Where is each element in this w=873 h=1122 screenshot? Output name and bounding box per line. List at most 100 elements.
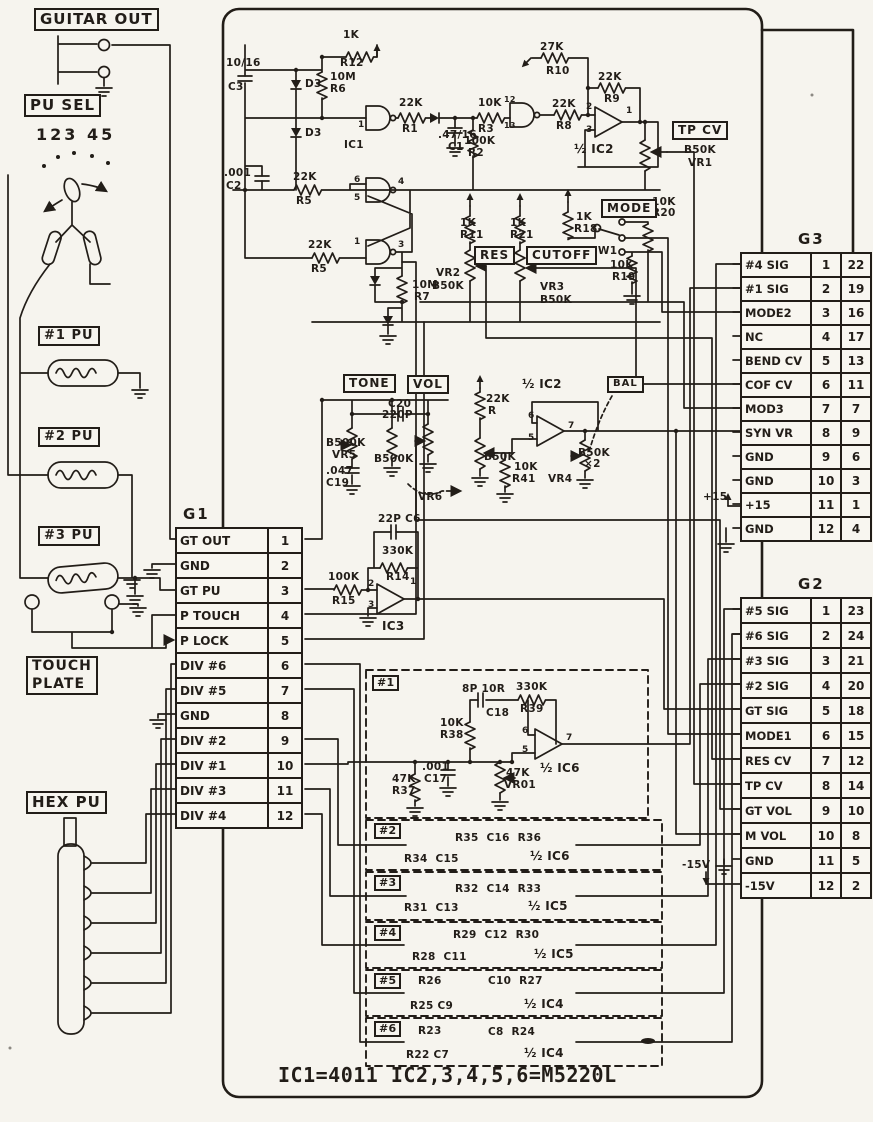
mode-label: MODE bbox=[601, 199, 658, 218]
part-label: R2 bbox=[468, 147, 484, 159]
res-label: RES bbox=[474, 246, 516, 265]
part-label: 8P 10R bbox=[462, 683, 506, 695]
pin-name: GND bbox=[740, 847, 812, 874]
part-label: B500K bbox=[374, 453, 414, 465]
part-label: C18 bbox=[486, 707, 510, 719]
pin-number: 4 bbox=[840, 516, 872, 542]
pin-number: 6 bbox=[840, 444, 872, 470]
part-label: 1 bbox=[354, 237, 361, 247]
part-label: ½ IC6 bbox=[540, 761, 580, 775]
part-label: SW1 bbox=[590, 245, 618, 257]
switch-sw1-icon bbox=[592, 218, 626, 256]
part-label: .047 bbox=[326, 465, 354, 477]
block-tag: #3 bbox=[374, 875, 402, 891]
part-label: VR01 bbox=[504, 779, 537, 791]
connector-g2-title: G2 bbox=[798, 575, 825, 593]
part-label: ½ IC2 bbox=[574, 142, 614, 156]
part-label: R22 C7 bbox=[406, 1049, 450, 1061]
pin-name: DIV #1 bbox=[175, 752, 269, 779]
part-label: ×2 bbox=[584, 458, 601, 470]
part-label: R18 bbox=[574, 223, 598, 235]
part-label: 3 bbox=[368, 600, 375, 610]
pin-number: 3 bbox=[840, 468, 872, 494]
pin-name: #6 SIG bbox=[740, 622, 812, 649]
pin-number: 5 bbox=[810, 697, 842, 724]
pin-number: 24 bbox=[840, 622, 872, 649]
pickup-3-label: #3 PU bbox=[38, 526, 100, 547]
part-label: 22K bbox=[486, 393, 510, 405]
part-label: R23 bbox=[418, 1025, 442, 1037]
part-label: IC1 bbox=[344, 139, 364, 151]
part-label: 2 bbox=[368, 579, 375, 589]
pin-number: 11 bbox=[267, 777, 303, 804]
pin-number: 9 bbox=[840, 420, 872, 446]
part-label: 22K bbox=[293, 171, 317, 183]
part-label: R26 bbox=[418, 975, 442, 987]
hex-pu-label: HEX PU bbox=[26, 791, 107, 814]
part-label: C17 bbox=[424, 773, 448, 785]
part-label: B50K bbox=[578, 447, 610, 459]
part-label: 1K bbox=[460, 217, 477, 229]
pin-name: GT VOL bbox=[740, 797, 812, 824]
part-label: C1 bbox=[448, 141, 464, 153]
pin-number: 7 bbox=[810, 747, 842, 774]
pin-number: 2 bbox=[267, 552, 303, 579]
pin-number: 11 bbox=[810, 847, 842, 874]
vol-label: VOL bbox=[407, 375, 449, 394]
pin-name: MODE2 bbox=[740, 300, 812, 326]
pin-number: 14 bbox=[840, 772, 872, 799]
pin-name: #3 SIG bbox=[740, 647, 812, 674]
part-label: B50K bbox=[432, 280, 464, 292]
pickup-coil-icons bbox=[47, 359, 119, 594]
pin-name: #2 SIG bbox=[740, 672, 812, 699]
part-label: R bbox=[488, 405, 497, 417]
part-label: R8 bbox=[556, 120, 572, 132]
part-label: 330K bbox=[382, 545, 414, 557]
part-label: IC3 bbox=[382, 619, 405, 633]
pin-name: DIV #3 bbox=[175, 777, 269, 804]
pin-number: 1 bbox=[840, 492, 872, 518]
pin-number: 1 bbox=[267, 527, 303, 554]
pin-number: 18 bbox=[840, 697, 872, 724]
pin-name: GND bbox=[175, 552, 269, 579]
pickup-2-label: #2 PU bbox=[38, 427, 100, 448]
part-label: 100K bbox=[464, 135, 496, 147]
block-tag: #6 bbox=[374, 1021, 402, 1037]
part-label: C2 bbox=[226, 180, 242, 192]
tp-cv-label: TP CV bbox=[672, 121, 729, 140]
part-label: R41 bbox=[512, 473, 536, 485]
pin-name: GND bbox=[740, 468, 812, 494]
pin-number: 17 bbox=[840, 324, 872, 350]
touch-plate-label: TOUCH PLATE bbox=[26, 656, 98, 695]
pin-number: 1 bbox=[810, 597, 842, 624]
pin-number: 16 bbox=[840, 300, 872, 326]
part-label: R5 bbox=[296, 195, 312, 207]
part-label: R19 bbox=[612, 271, 636, 283]
part-label: .47/16 bbox=[438, 129, 477, 141]
part-label: 220P bbox=[382, 409, 413, 421]
part-label: R28 C11 bbox=[412, 951, 467, 963]
part-label: 5 bbox=[354, 193, 361, 203]
pin-number: 10 bbox=[840, 797, 872, 824]
part-label: 123 45 bbox=[36, 125, 116, 144]
part-label: R12 bbox=[340, 57, 364, 69]
part-label: 10K bbox=[610, 259, 634, 271]
part-label: 1 bbox=[358, 120, 365, 130]
pin-number: 12 bbox=[810, 516, 842, 542]
part-label: B50K bbox=[540, 294, 572, 306]
part-label: ½ IC6 bbox=[530, 849, 570, 863]
part-label: VR1 bbox=[688, 157, 713, 169]
